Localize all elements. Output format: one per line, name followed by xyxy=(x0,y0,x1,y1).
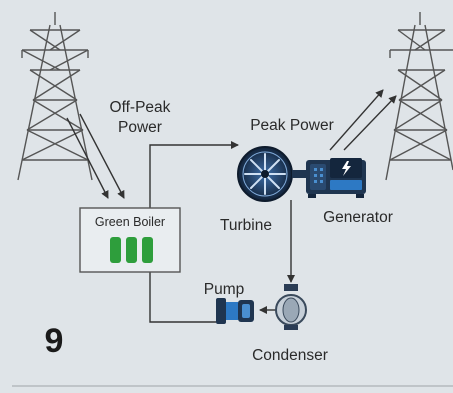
figure-number: 9 xyxy=(45,322,64,360)
condenser-label: Condenser xyxy=(252,347,328,364)
pump-icon xyxy=(216,298,254,324)
off-peak-arrow-2 xyxy=(79,113,125,199)
right-transmission-tower-icon xyxy=(385,12,453,181)
turbine-generator-shaft xyxy=(292,170,306,178)
turbine-label: Turbine xyxy=(220,217,272,234)
off-peak-power-label-line2: Power xyxy=(118,119,162,136)
boiler-cells xyxy=(110,237,153,263)
generator-label: Generator xyxy=(323,209,393,226)
pump-to-boiler-line xyxy=(149,272,216,323)
peak-power-label: Peak Power xyxy=(250,117,334,134)
off-peak-arrow-1 xyxy=(66,117,109,199)
left-transmission-tower-icon xyxy=(17,12,93,181)
pump-label: Pump xyxy=(204,281,245,298)
peak-power-arrow-1 xyxy=(329,89,384,151)
condenser-icon xyxy=(275,284,307,330)
off-peak-power-label-line1: Off-Peak xyxy=(110,99,171,116)
boiler-to-turbine-line xyxy=(149,141,239,208)
peak-power-arrow-2 xyxy=(343,95,397,151)
green-boiler-label: Green Boiler xyxy=(95,215,165,229)
generator-icon xyxy=(306,158,366,198)
turbine-icon xyxy=(237,146,293,202)
